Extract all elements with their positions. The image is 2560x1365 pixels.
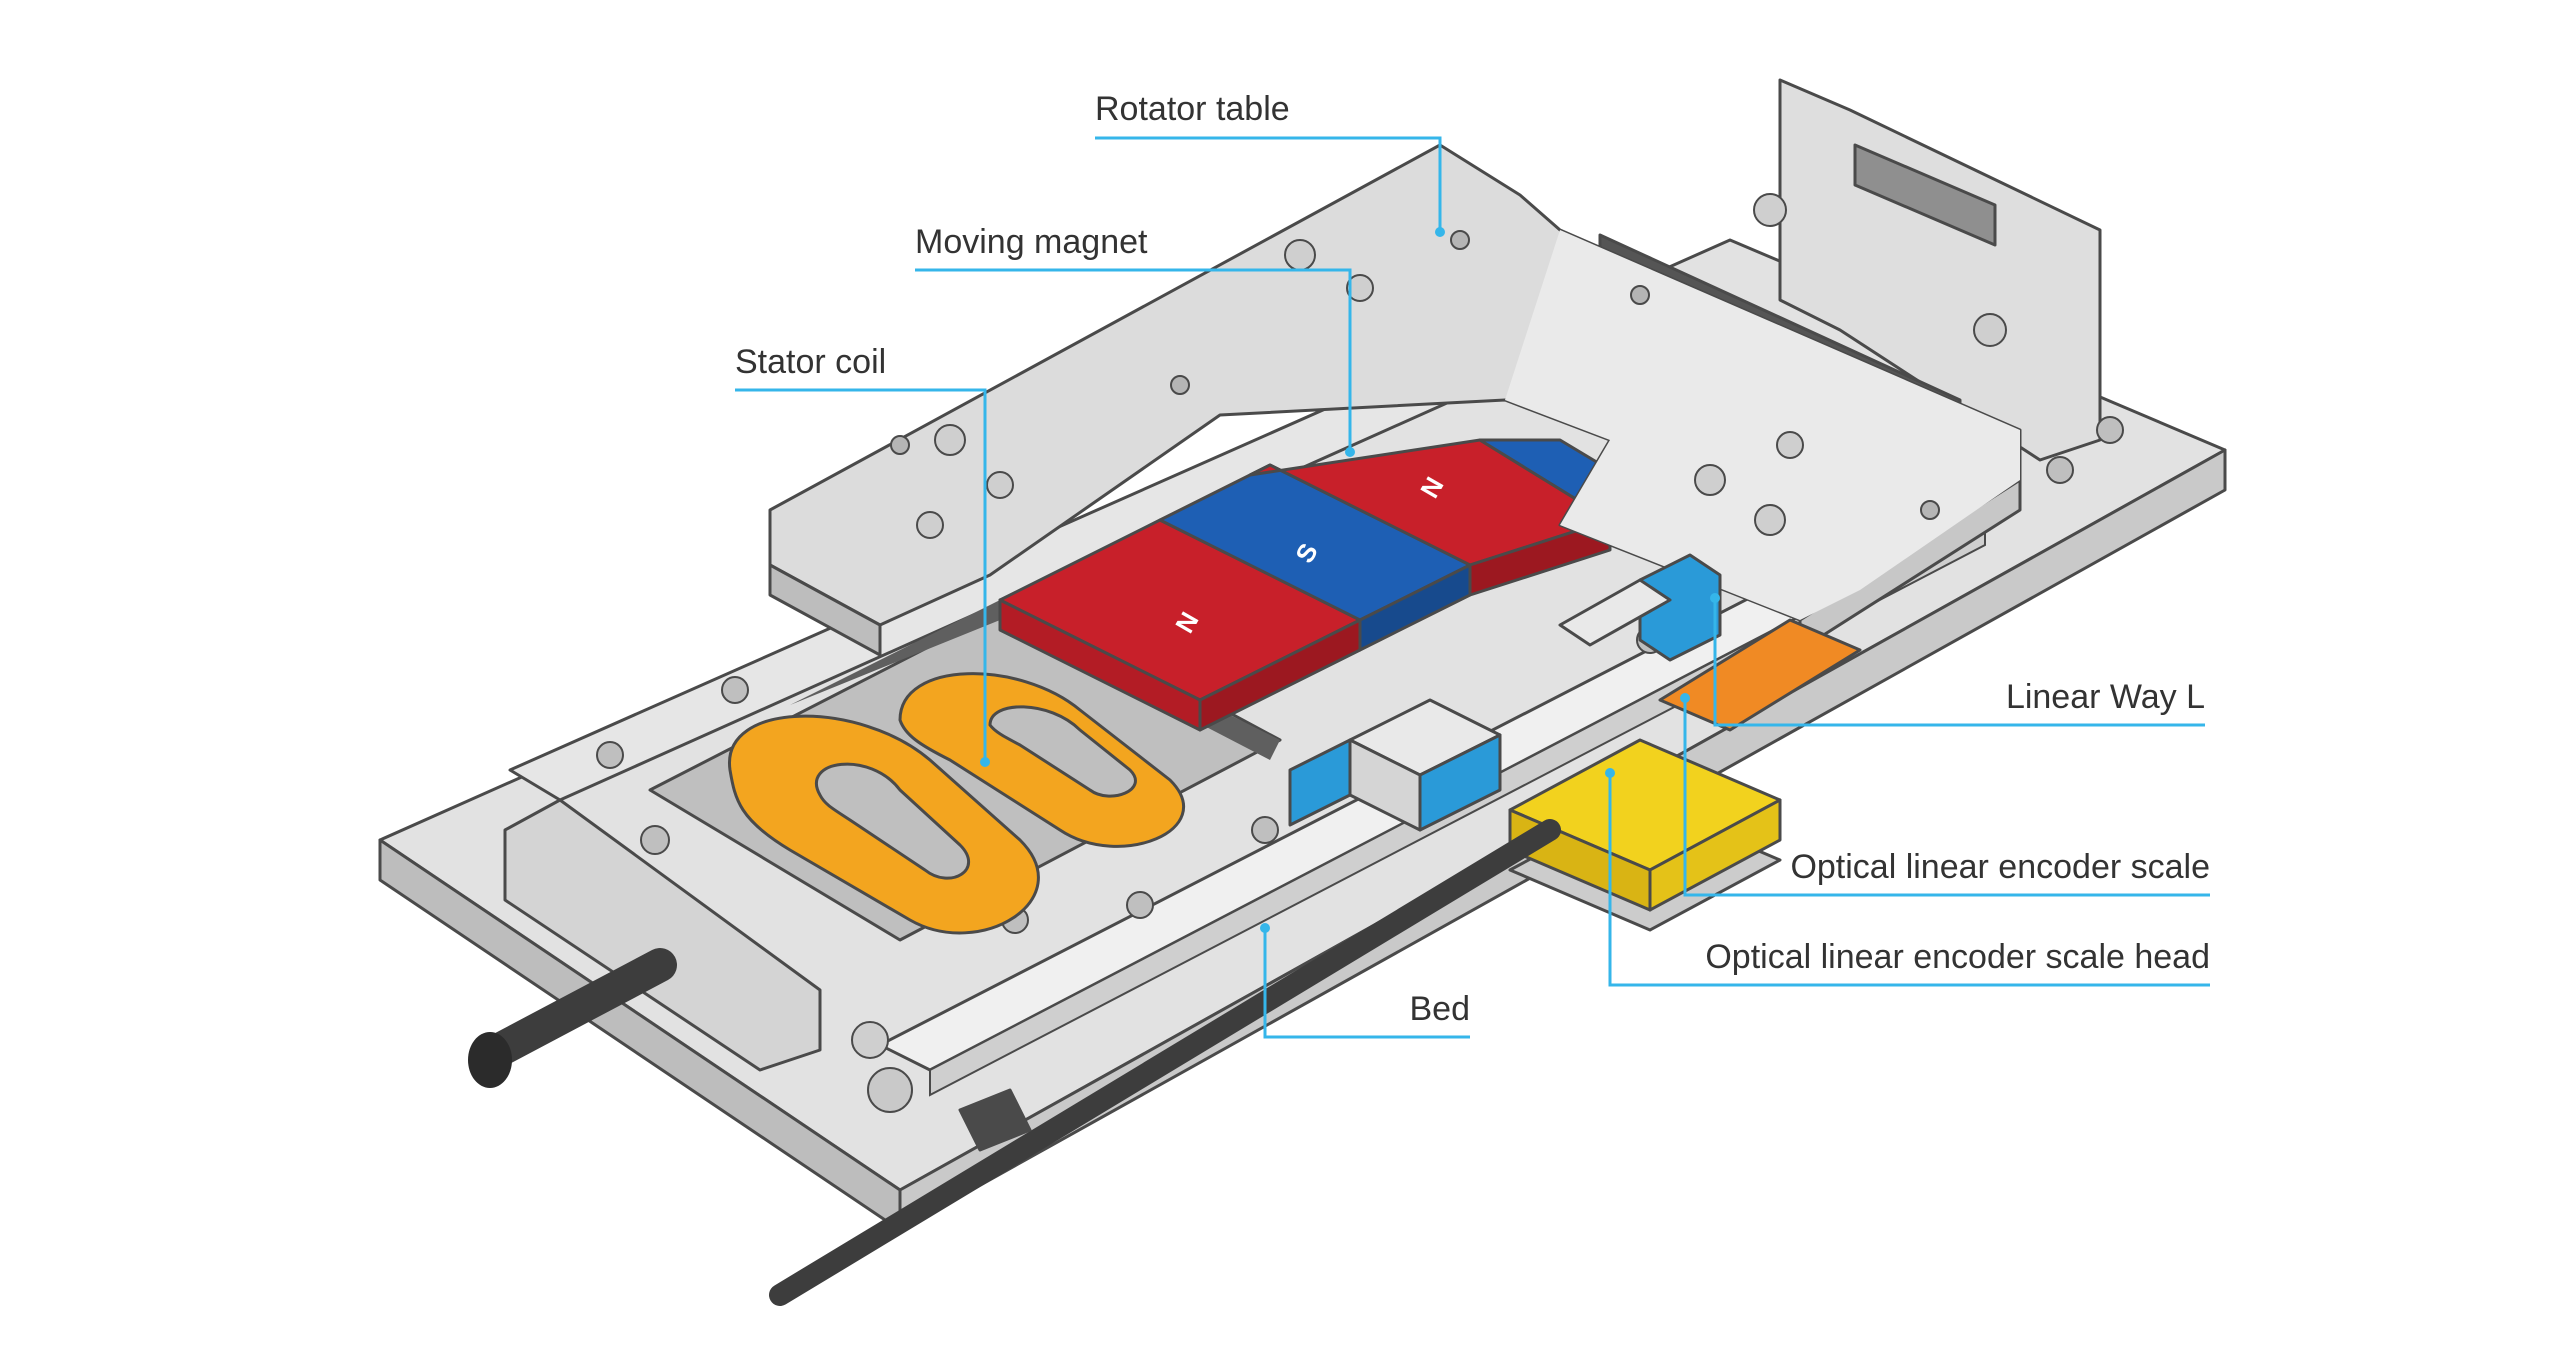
encoder-scale-strip	[1658, 618, 1862, 732]
label-bed: Bed	[1410, 990, 1471, 1028]
label-encoder-head: Optical linear encoder scale head	[1705, 938, 2210, 976]
leader-bed	[1263, 930, 1470, 1039]
leader-lines	[735, 136, 2210, 1039]
label-linear-way: Linear Way L	[2006, 678, 2205, 716]
moving-magnet: N S N	[790, 438, 1662, 760]
rotator-table	[768, 143, 2022, 657]
cables	[468, 819, 1561, 1306]
label-encoder-scale: Optical linear encoder scale	[1790, 848, 2210, 886]
label-stator-coil: Stator coil	[735, 343, 886, 381]
leader-stator-coil	[735, 388, 987, 760]
leader-encoder-head	[1608, 775, 2210, 987]
leader-moving-magnet	[915, 268, 1352, 450]
label-moving-magnet: Moving magnet	[915, 223, 1148, 261]
linear-way-blocks	[1288, 553, 1722, 832]
leader-rotator-table	[1095, 136, 1442, 230]
label-rotator-table: Rotator table	[1095, 90, 1290, 128]
labels: Rotator table Moving magnet Stator coil …	[735, 90, 2210, 1028]
leader-encoder-scale	[1683, 700, 2210, 897]
leader-linear-way	[1713, 600, 2205, 727]
